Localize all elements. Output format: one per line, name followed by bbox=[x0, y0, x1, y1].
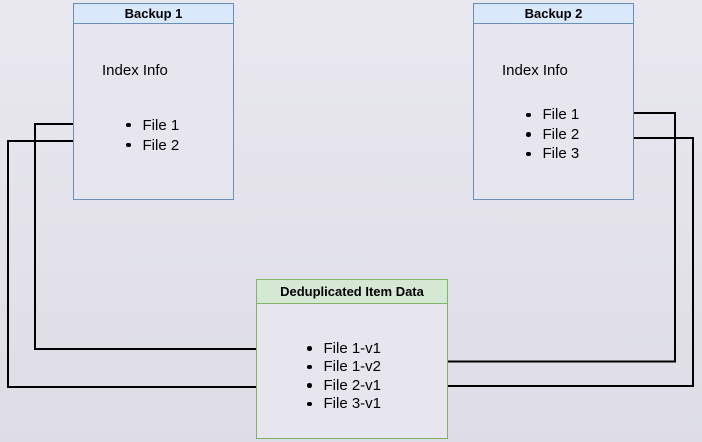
backup2-file3-item: File 3 bbox=[526, 144, 579, 164]
bullet-icon bbox=[126, 122, 131, 128]
backup1-file2-item: File 2 bbox=[126, 135, 179, 155]
dedup-title: Deduplicated Item Data bbox=[257, 280, 447, 304]
backup2-title: Backup 2 bbox=[474, 4, 633, 24]
bullet-icon bbox=[307, 401, 312, 406]
bullet-icon bbox=[526, 151, 531, 156]
dedup-file1-v2-label: File 1-v2 bbox=[323, 358, 382, 376]
backup1-title: Backup 1 bbox=[74, 4, 233, 24]
dedup-file3-v1-item: File 3-v1 bbox=[307, 395, 381, 414]
backup1-box: Backup 1 Index Info File 1 File 2 bbox=[73, 3, 234, 200]
bullet-icon bbox=[307, 346, 312, 351]
backup2-index-info-label: Index Info bbox=[502, 62, 568, 79]
dedup-file2-v1-label: File 2-v1 bbox=[323, 376, 382, 394]
dedup-file3-v1-label: File 3-v1 bbox=[323, 395, 382, 413]
backup2-box: Backup 2 Index Info File 1 File 2 File 3 bbox=[473, 3, 634, 200]
bullet-icon bbox=[307, 383, 312, 388]
dedup-file1-v2-item: File 1-v2 bbox=[307, 358, 381, 377]
bullet-icon bbox=[126, 142, 131, 148]
backup2-file1-item: File 1 bbox=[526, 105, 579, 125]
dedup-item-list: File 1-v1 File 1-v2 File 2-v1 File 3-v1 bbox=[307, 339, 381, 413]
dedup-file2-v1-item: File 2-v1 bbox=[307, 376, 381, 395]
bullet-icon bbox=[526, 132, 531, 137]
bullet-icon bbox=[526, 112, 531, 117]
dedup-file1-v1-label: File 1-v1 bbox=[323, 339, 382, 357]
backup2-file-list: File 1 File 2 File 3 bbox=[526, 105, 579, 164]
backup1-file-list: File 1 File 2 bbox=[126, 115, 179, 155]
backup1-file2-label: File 2 bbox=[142, 136, 180, 154]
backup1-file1-label: File 1 bbox=[142, 116, 180, 134]
backup1-file1-item: File 1 bbox=[126, 115, 179, 135]
backup2-file3-label: File 3 bbox=[542, 145, 580, 163]
bullet-icon bbox=[307, 364, 312, 369]
dedup-box: Deduplicated Item Data File 1-v1 File 1-… bbox=[256, 279, 448, 439]
dedup-file1-v1-item: File 1-v1 bbox=[307, 339, 381, 358]
backup2-file2-label: File 2 bbox=[542, 125, 580, 143]
backup2-file2-item: File 2 bbox=[526, 125, 579, 145]
backup1-index-info-label: Index Info bbox=[102, 62, 168, 79]
backup2-file1-label: File 1 bbox=[542, 106, 580, 124]
